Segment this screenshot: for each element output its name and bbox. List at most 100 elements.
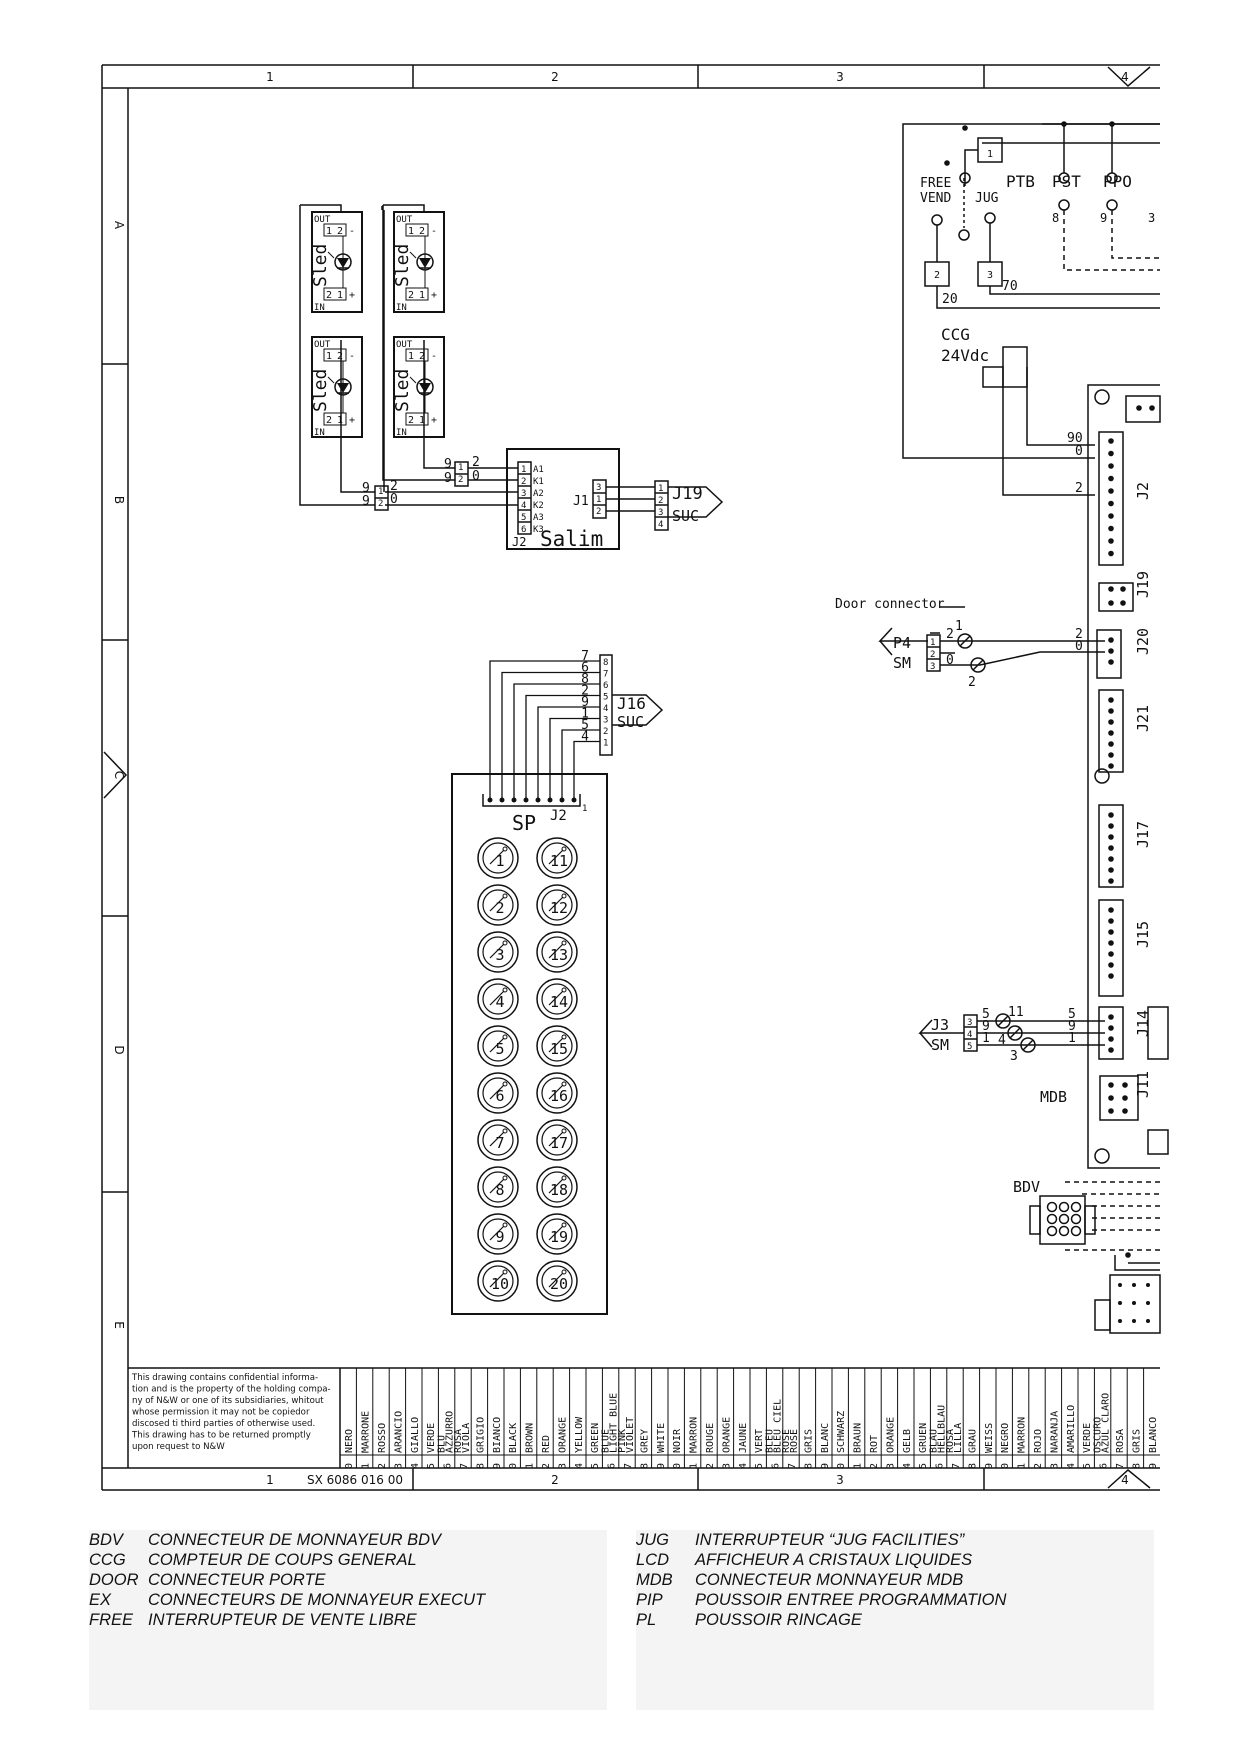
sled-pins-top (323, 223, 347, 237)
pin-dot (1108, 867, 1114, 873)
wire-number: 5 (982, 1007, 990, 1022)
keypad-button-inner (541, 1124, 573, 1156)
keypad-button-label: 5 (495, 1040, 504, 1058)
keypad-button-inner (482, 1218, 514, 1250)
push-switch-icon (489, 1037, 505, 1053)
junction-dot (1061, 121, 1067, 127)
pin-dot (511, 797, 517, 803)
keypad-button-inner (541, 1265, 573, 1297)
push-switch-icon (548, 1272, 564, 1288)
junction-dot (1125, 1252, 1131, 1258)
keypad-button-inner (541, 842, 573, 874)
keypad-button-outer (536, 931, 578, 973)
wire-number: 1 (982, 1031, 990, 1046)
push-switch-icon (502, 940, 508, 946)
legend-description: POUSSOIR ENTREE PROGRAMMATION (695, 1591, 1007, 1609)
keypad-button-outer (536, 1119, 578, 1161)
pin-dot (1108, 907, 1114, 913)
color-name: BLEU CIEL (773, 1399, 784, 1453)
color-number: 8 (803, 1463, 814, 1469)
keypad-button-inner (482, 1077, 514, 1109)
legend-description: CONNECTEUR PORTE (148, 1571, 326, 1589)
board-connector-label: J20 (1134, 628, 1152, 655)
sled-in-label: IN (396, 428, 407, 438)
keypad-button: 6 (477, 1072, 519, 1114)
pin-number: 3 (596, 483, 601, 493)
color-name: BROWN (525, 1423, 536, 1453)
keypad-button: 15 (536, 1025, 578, 1067)
sled-in-label: IN (314, 428, 325, 438)
pin-number: 1 (596, 495, 601, 505)
pin-number: 2 (458, 475, 463, 485)
color-name: GREY (639, 1429, 650, 1453)
keypad-button-inner (541, 889, 573, 921)
push-switch-icon (489, 896, 505, 912)
keypad-button: 18 (536, 1166, 578, 1208)
led-arrow (327, 251, 335, 259)
bdv-pin (1046, 1213, 1058, 1225)
pin-dot (1108, 752, 1114, 758)
pin-number: 1 (582, 804, 587, 814)
bdv-pin (1058, 1201, 1070, 1213)
color-name: MARRON (1017, 1417, 1028, 1453)
ccg-label: CCG (941, 325, 970, 344)
legend-code: PIP (636, 1591, 663, 1609)
push-switch-icon (548, 1084, 564, 1100)
pin-dot (1108, 600, 1114, 606)
push-switch-icon (561, 1175, 567, 1181)
keypad-button-outer (536, 1072, 578, 1114)
legend-code: EX (89, 1591, 112, 1609)
board-connector-label: J21 (1134, 705, 1152, 732)
p4-sm-label: SM (893, 654, 911, 672)
pin-number: 1 (337, 290, 343, 301)
pin-number: 2 (408, 290, 414, 301)
keypad-button-label: 6 (495, 1087, 504, 1105)
j16-suc-label: SUC (617, 713, 644, 731)
color-name: ROT (869, 1435, 880, 1453)
push-switch-icon (561, 1034, 567, 1040)
legend-code: BDV (89, 1531, 123, 1549)
color-name: YELLOW (574, 1416, 585, 1453)
color-name: GRIS (803, 1429, 814, 1453)
color-name: MARRONE (361, 1411, 372, 1453)
wire-number: 0 (946, 653, 954, 668)
wire-number: 11 (1008, 1005, 1024, 1020)
pin-dot (1108, 812, 1114, 818)
keypad-button-outer (536, 884, 578, 926)
color-number: 4 (574, 1463, 585, 1469)
keypad-button-inner (482, 1030, 514, 1062)
board-connector-label: J11 (1134, 1071, 1152, 1098)
jug-label: JUG (975, 191, 999, 206)
color-name: NERO (344, 1429, 355, 1453)
confidential-note: upon request to N&W (132, 1442, 225, 1452)
sled-label: Sled (392, 244, 413, 287)
wire-number: 9 (581, 695, 589, 710)
ptb-label: PTB (1006, 172, 1035, 191)
keypad-button: 4 (477, 978, 519, 1020)
push-switch-icon (502, 1222, 508, 1228)
salim-j1-label: J1 (573, 494, 589, 509)
push-switch-icon (548, 990, 564, 1006)
pin-number: 4 (658, 520, 663, 530)
pin-dot (1120, 586, 1126, 592)
color-name: WHITE (656, 1423, 667, 1453)
j16-wire (537, 706, 600, 800)
pin-number: 1 (326, 351, 332, 362)
keypad-button-label: 10 (491, 1275, 509, 1293)
color-number: 9 (1148, 1463, 1159, 1469)
pin-number: 2 (930, 650, 935, 660)
row-label: E (112, 1321, 126, 1329)
color-name: ROSE (789, 1429, 800, 1453)
pin-dot (1118, 1283, 1122, 1287)
color-number: 3 (885, 1463, 896, 1469)
pin-dot (523, 797, 529, 803)
color-number: 6 (935, 1463, 946, 1469)
